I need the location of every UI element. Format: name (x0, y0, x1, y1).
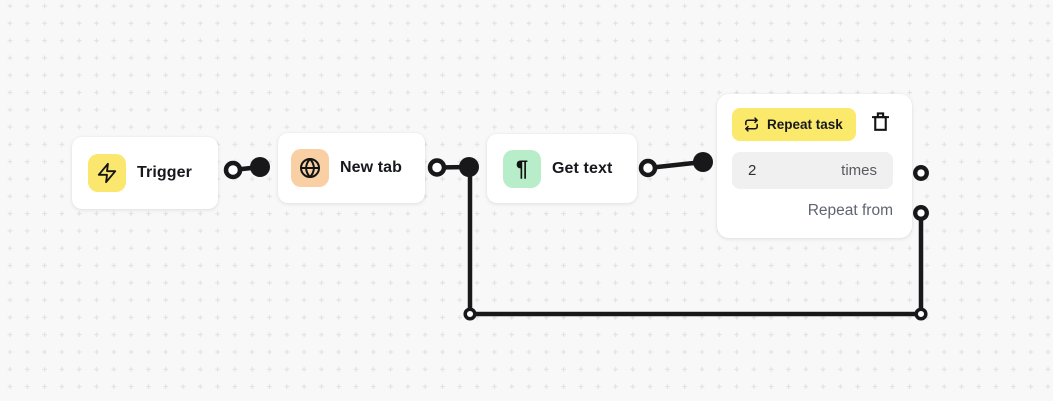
repeat-times-input[interactable] (748, 162, 808, 179)
pilcrow-icon: ¶ (515, 155, 529, 181)
node-trigger[interactable]: Trigger (72, 137, 218, 209)
node-repeat-task[interactable]: Repeat task times Repeat from (717, 94, 912, 238)
node-new-tab[interactable]: New tab (278, 133, 425, 203)
gettext-output-handle[interactable] (638, 158, 658, 178)
node-label: Get text (552, 159, 613, 177)
delete-node-button[interactable] (868, 108, 892, 134)
repeat-badge-label: Repeat task (767, 117, 843, 132)
repeat-icon (745, 117, 758, 132)
trigger-output-handle[interactable] (223, 160, 243, 180)
edge-trigger-to-newtab (223, 157, 270, 180)
edge-gettext-to-repeat (638, 152, 713, 178)
repeat-from-label: Repeat from (807, 202, 893, 219)
repeat-output-handle[interactable] (913, 165, 929, 181)
trigger-icon-box (88, 154, 126, 192)
repeat-times-field[interactable]: times (732, 152, 893, 189)
node-label: Trigger (137, 164, 192, 181)
edge-endpoint-dot[interactable] (693, 152, 713, 172)
edge-endpoint-dot[interactable] (250, 157, 270, 177)
trash-icon (871, 111, 889, 131)
node-get-text[interactable]: ¶ Get text (487, 134, 637, 203)
gettext-icon-box: ¶ (503, 149, 541, 188)
loop-corner-handle-left[interactable] (463, 307, 477, 321)
newtab-output-handle[interactable] (427, 158, 447, 177)
lightning-bolt-icon (97, 162, 117, 184)
edge-newtab-output-and-loop (427, 157, 928, 321)
loop-corner-handle-right[interactable] (914, 307, 928, 321)
globe-icon (300, 158, 320, 178)
edge-endpoint-dot[interactable] (459, 157, 479, 177)
node-label: New tab (340, 159, 403, 176)
loop-back-edge (467, 167, 924, 317)
repeat-times-suffix: times (841, 162, 877, 179)
repeat-from-handle[interactable] (913, 205, 929, 221)
repeat-task-badge[interactable]: Repeat task (732, 108, 856, 141)
newtab-icon-box (291, 149, 329, 187)
